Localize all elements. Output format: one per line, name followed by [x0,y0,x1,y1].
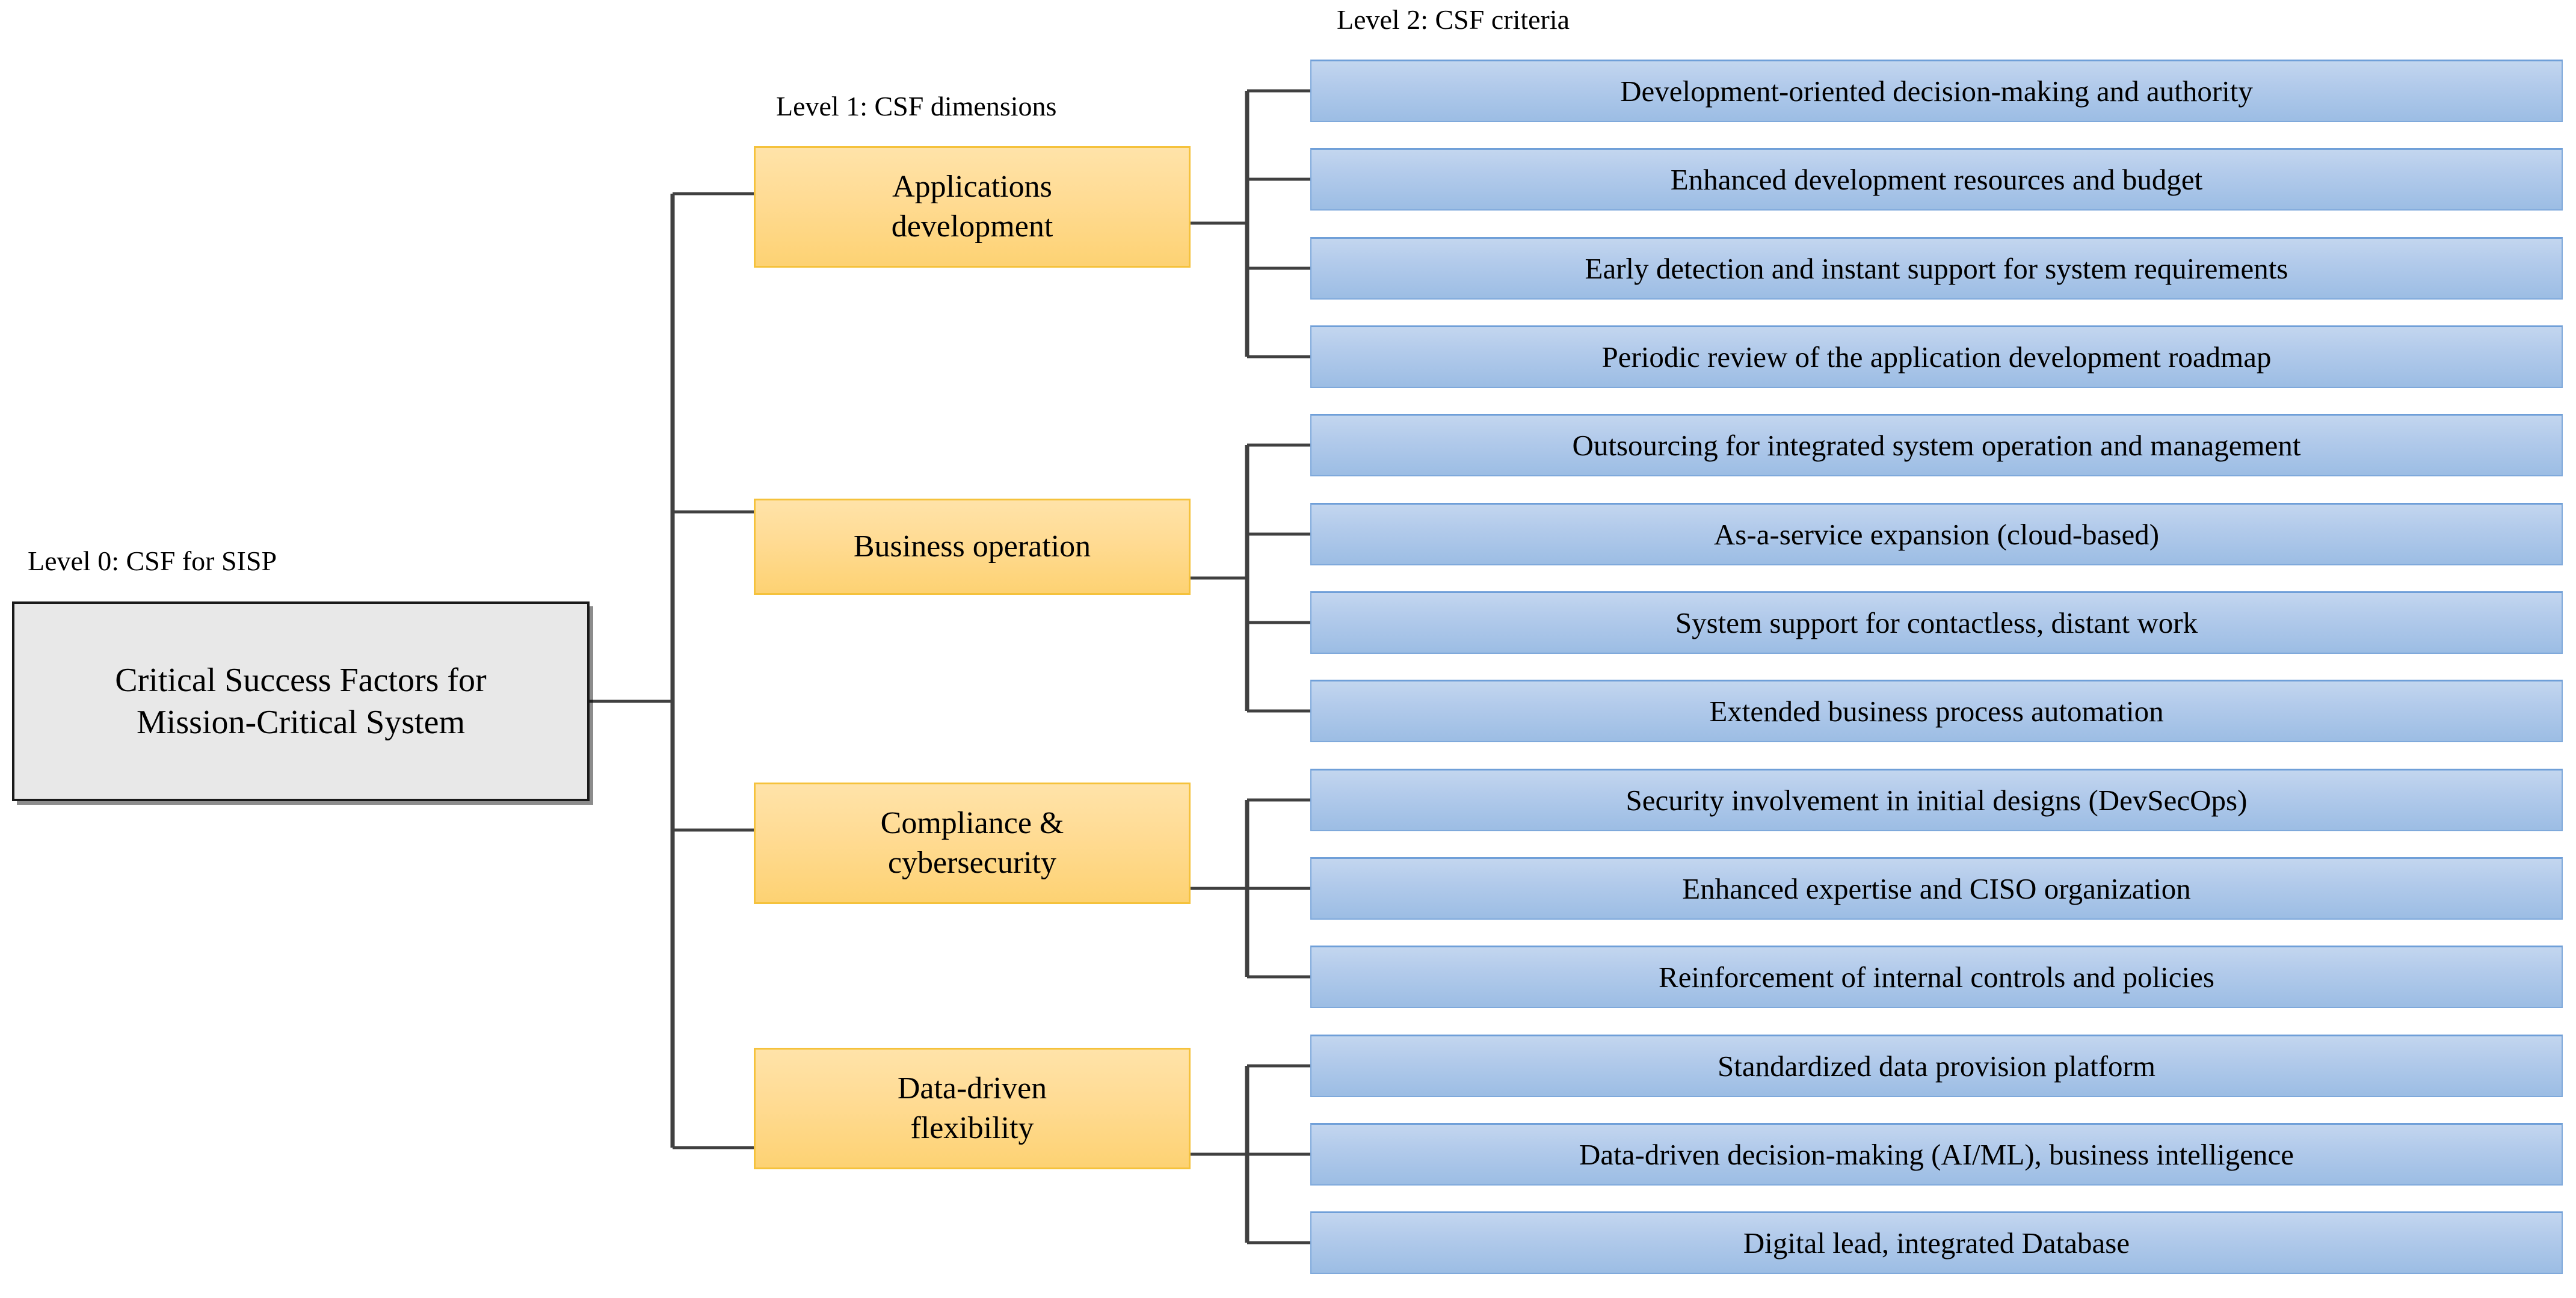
node-criterion-early-detection-support[interactable]: Early detection and instant support for … [1310,237,2563,300]
level-2-caption: Level 2: CSF criteria [1337,4,1570,35]
node-criterion-dev-resources-budget[interactable]: Enhanced development resources and budge… [1310,148,2563,211]
dimension-label-line-1: Data-driven [897,1071,1047,1106]
level-0-caption: Level 0: CSF for SISP [28,546,277,576]
wire-group-1 [1191,89,1310,358]
node-criterion-business-process-automation[interactable]: Extended business process automation [1310,680,2563,742]
wire-group-4 [1191,1064,1310,1244]
dimension-label-line-1: Business operation [853,529,1091,564]
node-root-csf[interactable]: Critical Success Factors for Mission-Cri… [12,601,590,801]
dimension-label-line-1: Compliance & [880,806,1064,841]
node-criterion-periodic-roadmap-review[interactable]: Periodic review of the application devel… [1310,325,2563,388]
node-criterion-as-a-service-expansion[interactable]: As-a-service expansion (cloud-based) [1310,503,2563,565]
dimension-label-line-2: cybersecurity [887,846,1057,880]
node-dimension-business-operation[interactable]: Business operation [754,499,1191,595]
node-root-line-2: Mission-Critical System [137,704,465,741]
node-criterion-expertise-ciso-organization[interactable]: Enhanced expertise and CISO organization [1310,857,2563,920]
node-criterion-digital-lead-integrated-database[interactable]: Digital lead, integrated Database [1310,1211,2563,1274]
node-criterion-contactless-distant-work[interactable]: System support for contactless, distant … [1310,591,2563,654]
wire-group-2 [1191,443,1310,713]
dimension-label-line-2: flexibility [910,1111,1034,1145]
node-criterion-data-driven-decision-ai-ml[interactable]: Data-driven decision-making (AI/ML), bus… [1310,1123,2563,1186]
node-criterion-devsecops-initial-designs[interactable]: Security involvement in initial designs … [1310,769,2563,831]
level-1-caption: Level 1: CSF dimensions [776,91,1057,121]
dimension-label-line-2: development [891,209,1053,244]
node-root-line-1: Critical Success Factors for [115,662,487,699]
node-criterion-internal-controls-policies[interactable]: Reinforcement of internal controls and p… [1310,946,2563,1008]
node-dimension-data-driven-flexibility[interactable]: Data-driven flexibility [754,1048,1191,1169]
dimension-label-line-1: Applications [892,170,1052,205]
wire-group-3 [1191,798,1310,979]
node-dimension-compliance-cybersecurity[interactable]: Compliance & cybersecurity [754,783,1191,904]
node-criterion-standardized-data-platform[interactable]: Standardized data provision platform [1310,1035,2563,1097]
node-criterion-dev-decision-authority[interactable]: Development-oriented decision-making and… [1310,60,2563,122]
node-dimension-applications-development[interactable]: Applications development [754,146,1191,268]
node-criterion-outsourcing-integrated-ops[interactable]: Outsourcing for integrated system operat… [1310,414,2563,476]
